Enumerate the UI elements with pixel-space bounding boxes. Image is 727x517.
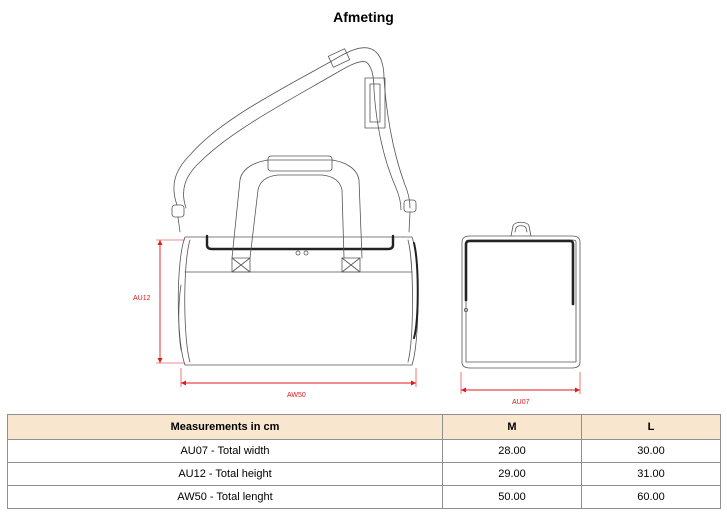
value-m: 29.00: [442, 462, 582, 486]
dimension-lines: [156, 239, 581, 394]
value-l: 30.00: [581, 439, 721, 463]
table-row: AU07 - Total width 28.00 30.00: [7, 439, 721, 463]
row-label: AU12 - Total height: [7, 462, 443, 486]
value-m: 28.00: [442, 439, 582, 463]
length-dimension-label: AW50: [287, 392, 306, 399]
table-header-row: Measurements in cm M L: [7, 414, 721, 440]
row-label: AU07 - Total width: [7, 439, 443, 463]
table-row: AU12 - Total height 29.00 31.00: [7, 462, 721, 486]
bag-front-view: [177, 155, 419, 366]
table-row: AW50 - Total lenght 50.00 60.00: [7, 485, 721, 509]
height-dimension-label: AU12: [133, 295, 151, 302]
value-m: 50.00: [442, 485, 582, 509]
value-l: 60.00: [581, 485, 721, 509]
bag-technical-drawing: AU12 AW50 AU07: [133, 47, 581, 406]
page-title: Afmeting: [333, 9, 394, 25]
column-header-measurements: Measurements in cm: [7, 414, 443, 440]
row-label: AW50 - Total lenght: [7, 485, 443, 509]
column-header-size-m: M: [442, 414, 582, 440]
value-l: 31.00: [581, 462, 721, 486]
measurements-table: Measurements in cm M L AU07 - Total widt…: [7, 414, 721, 509]
shoulder-strap: [171, 47, 417, 233]
bag-side-view: [461, 221, 581, 369]
column-header-size-l: L: [581, 414, 721, 440]
width-dimension-label: AU07: [512, 399, 530, 406]
